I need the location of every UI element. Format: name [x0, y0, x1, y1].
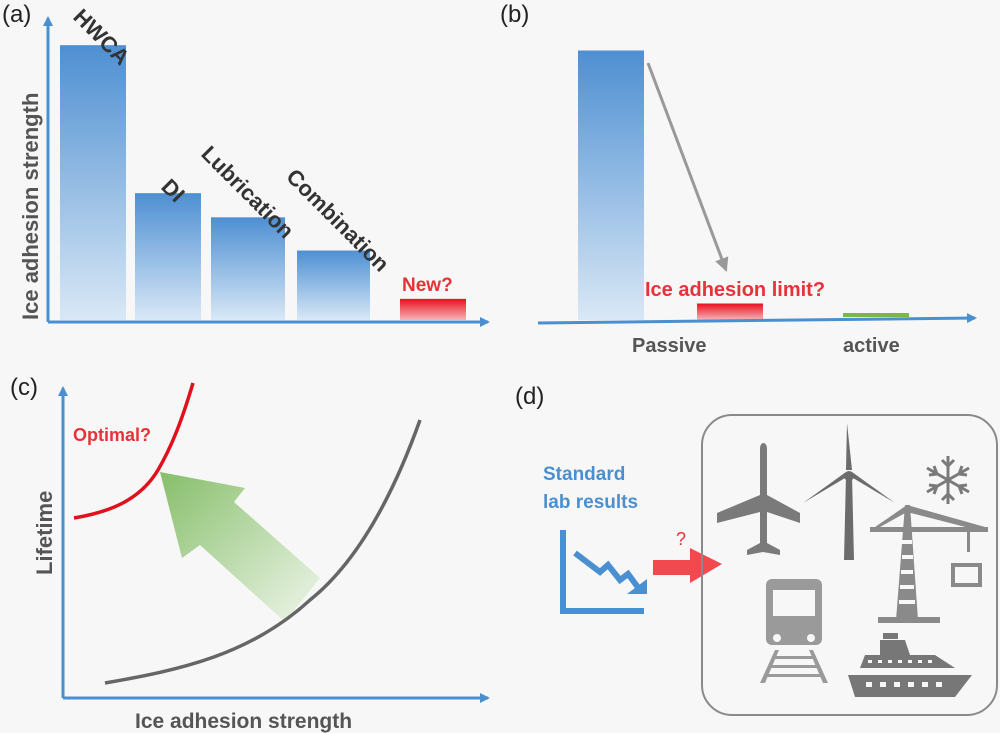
panel-d-lab-text-1: Standard: [543, 464, 625, 485]
panel-a-label: (a): [2, 1, 31, 28]
wind-turbine-icon: [803, 423, 895, 560]
applications-box: [701, 414, 998, 716]
crane-icon: [870, 505, 988, 623]
panel-a-y-label: Ice adhesion strength: [18, 93, 43, 320]
panel-c-annotation: Optimal?: [73, 425, 151, 445]
panel-d-question: ?: [676, 529, 686, 549]
ship-icon: [848, 633, 972, 697]
panel-b-bars: [578, 50, 909, 320]
bar-lubrication: [211, 217, 285, 320]
declining-chart-icon: [560, 530, 647, 614]
panel-d: (d) Standard lab results ?: [515, 383, 998, 716]
bar-passive-high: [578, 50, 644, 320]
panel-c-y-label: Lifetime: [32, 491, 57, 575]
panel-c-current-curve: [104, 419, 422, 685]
panel-b-annotation: Ice adhesion limit?: [645, 279, 825, 301]
bar-combination: [297, 250, 370, 320]
panel-c-improvement-arrow: [160, 472, 320, 622]
airplane-icon: [717, 443, 800, 555]
panel-b: (b) Ice adhesion limit? Passive active: [500, 1, 977, 357]
panel-b-x-axis: [537, 313, 977, 325]
panel-d-label: (d): [515, 383, 544, 410]
bar-new: [400, 298, 466, 320]
panel-b-label: (b): [500, 1, 529, 28]
transfer-arrow-icon: [653, 548, 722, 583]
panel-c-x-label: Ice adhesion strength: [135, 710, 352, 733]
panel-b-x-label-passive: Passive: [632, 335, 707, 357]
bar-di: [135, 193, 201, 320]
panel-d-lab-text-2: lab results: [543, 492, 638, 513]
snowflake-icon: [926, 456, 970, 504]
bar-active: [843, 313, 909, 317]
train-icon: [760, 579, 828, 683]
panel-c-optimal-curve: [73, 382, 195, 520]
panel-c-label: (c): [10, 374, 38, 401]
panel-c: (c) Lifetime Ice adhesion strength Optim…: [10, 374, 490, 733]
panel-b-decrease-arrow: [646, 62, 729, 272]
panel-b-x-label-active: active: [843, 335, 900, 357]
bar-label-new: New?: [402, 275, 453, 296]
bar-passive-limit: [697, 303, 763, 320]
bar-hwca: [60, 45, 126, 321]
